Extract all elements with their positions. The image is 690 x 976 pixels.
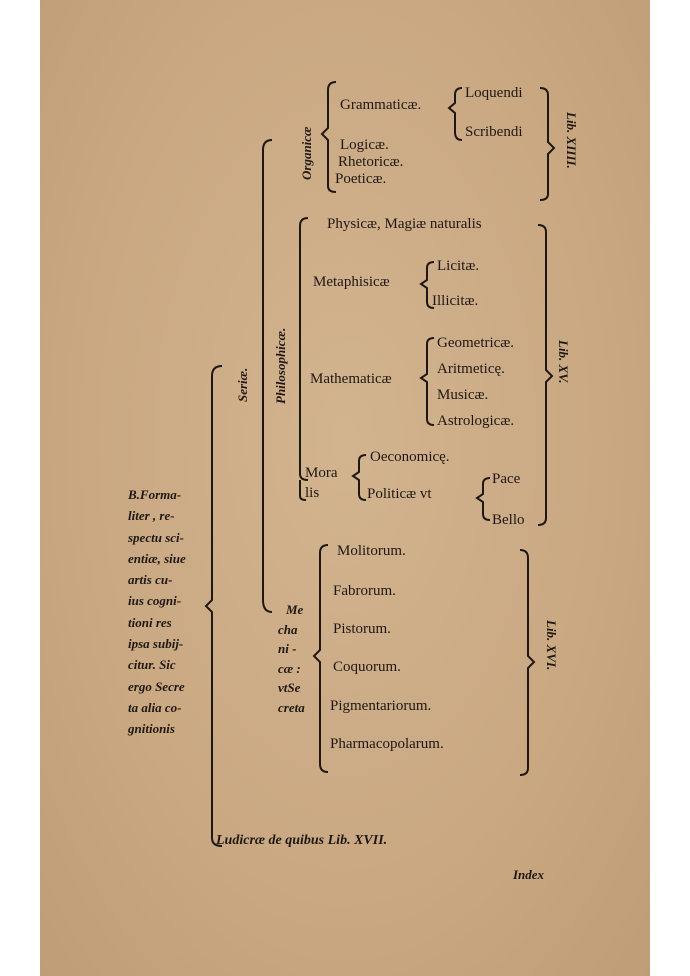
- mechanica-label: Me cha ni - cæ : vtSe creta: [278, 600, 305, 717]
- lib15-bracket: [537, 224, 554, 526]
- logica: Logicæ.: [340, 137, 389, 153]
- poetica: Poeticæ.: [335, 171, 387, 187]
- philosophica-label: Philosophicæ.: [273, 327, 288, 404]
- organica-bracket: [320, 81, 337, 193]
- left-line: liter , re-: [128, 508, 175, 524]
- geometrica: Geometricæ.: [437, 335, 515, 351]
- mechanica-line: creta: [278, 699, 305, 715]
- mechanica-line: cæ :: [278, 660, 301, 676]
- philosophica-bracket: [299, 217, 309, 481]
- lib15-label: Lib. XV.: [556, 340, 571, 384]
- physica: Physicæ, Magiæ naturalis: [327, 216, 482, 232]
- moralis-2: lis: [305, 485, 320, 501]
- loquendi: Loquendi: [465, 85, 523, 101]
- metaphisica: Metaphisicæ: [313, 274, 390, 290]
- left-line: citur. Sic: [128, 657, 176, 673]
- catchword: Index: [513, 867, 545, 882]
- pace: Pace: [492, 471, 521, 487]
- astrologica: Astrologicæ.: [437, 413, 515, 429]
- musica: Musicæ.: [437, 387, 489, 403]
- mathematica-bracket: [419, 337, 435, 426]
- lib14-bracket: [539, 87, 556, 201]
- left-line: artis cu-: [128, 572, 173, 588]
- pace-bracket: [475, 477, 491, 521]
- moralis-bracket: [299, 480, 307, 501]
- left-line: ipsa subij-: [128, 636, 184, 652]
- rhetorica: Rhetoricæ.: [338, 154, 404, 170]
- licita: Licitæ.: [437, 258, 480, 274]
- aritmetica: Aritmeticę.: [437, 361, 505, 377]
- grammatica: Grammaticæ.: [340, 97, 422, 113]
- mechanica-item: Pharmacopolarum.: [330, 736, 444, 752]
- main-bracket: [204, 365, 223, 847]
- left-line: tioni res: [128, 614, 172, 630]
- lib16-label: Lib. XVI.: [544, 620, 559, 671]
- left-line: ius cogni-: [128, 593, 182, 609]
- ludicra-line: Ludicræ de quibus Lib. XVII.: [216, 833, 388, 848]
- left-line: ergo Secre: [128, 678, 185, 694]
- mechanica-item: Fabrorum.: [333, 583, 396, 599]
- left-line: ta alia co-: [128, 699, 182, 715]
- moralis-1: Mora: [305, 465, 338, 481]
- illicita: Illicitæ.: [432, 293, 479, 309]
- bello: Bello: [492, 512, 525, 528]
- mechanica-item: Coquorum.: [333, 659, 401, 675]
- seria-bracket: [262, 139, 273, 613]
- organica-label: Organicæ: [299, 126, 314, 180]
- mechanica-line: ni -: [278, 641, 297, 656]
- left-text-block: B.Forma- liter , re- spectu sci- entiæ, …: [128, 484, 218, 740]
- mechanica-line: Me: [286, 602, 304, 617]
- politica: Politicæ vt: [367, 486, 432, 502]
- left-line: spectu sci-: [128, 529, 184, 545]
- scribendi: Scribendi: [465, 124, 523, 140]
- left-line: entiæ, siue: [128, 550, 186, 566]
- mathematica: Mathematicæ: [310, 371, 392, 387]
- left-line: gnitionis: [128, 721, 175, 737]
- oeconomica: Oeconomicę.: [370, 449, 450, 465]
- lib14-label: Lib. XIIII.: [564, 112, 579, 169]
- mechanica-line: cha: [278, 621, 298, 637]
- mechanica-item: Pigmentariorum.: [330, 698, 432, 714]
- left-line: B.Forma-: [128, 487, 182, 502]
- oeconomica-bracket: [351, 454, 367, 501]
- lib16-bracket: [519, 549, 536, 776]
- seria-label: Seriæ.: [235, 367, 250, 402]
- metaphisica-bracket: [419, 261, 435, 309]
- mechanica-bracket: [312, 544, 329, 773]
- mechanica-item: Molitorum.: [337, 543, 406, 559]
- mechanica-line: vtSe: [278, 680, 301, 695]
- grammatica-bracket: [447, 87, 463, 141]
- mechanica-item: Pistorum.: [333, 621, 391, 637]
